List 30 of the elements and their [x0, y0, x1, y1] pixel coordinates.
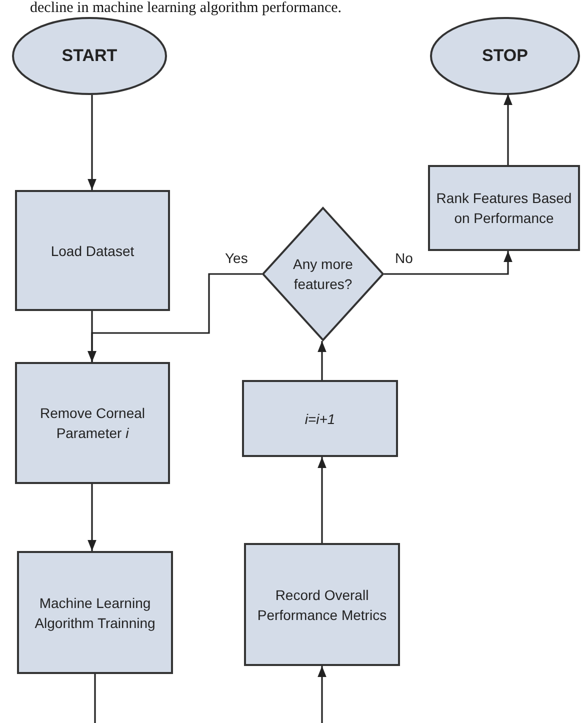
- process-box: [15, 362, 170, 484]
- arrow: [88, 273, 262, 362]
- process-box: [428, 165, 580, 251]
- node-label: Load Dataset: [50, 242, 136, 260]
- decision-diamond: [262, 207, 384, 341]
- stop-terminal: [430, 17, 580, 95]
- arrow: [88, 95, 96, 190]
- arrow: [88, 484, 96, 551]
- process-box: [17, 551, 173, 674]
- node-label: i=i+1: [304, 410, 336, 428]
- edge-label: Yes: [223, 250, 250, 266]
- arrow: [318, 457, 326, 543]
- node-label: Rank Features Based on Performance: [435, 189, 573, 228]
- connector-line: [94, 674, 96, 723]
- process-box: [15, 190, 170, 311]
- arrow: [384, 251, 512, 275]
- start-terminal: [12, 17, 167, 95]
- process-box: [244, 543, 400, 666]
- edge-label: No: [393, 250, 415, 266]
- arrow: [504, 94, 512, 165]
- node-label: Remove Corneal Parameter i: [38, 404, 146, 443]
- node-label: Machine Learning Algorithm Trainning: [34, 594, 156, 632]
- node-label: START: [60, 46, 118, 66]
- node-label: Any more features?: [292, 255, 354, 294]
- node-label: STOP: [481, 46, 529, 66]
- node-label: Record Overall Performance Metrics: [256, 586, 388, 624]
- arrow: [318, 666, 326, 723]
- arrow: [318, 341, 326, 380]
- process-box: [242, 380, 398, 457]
- body-text: decline in machine learning algorithm performance.: [30, 0, 342, 16]
